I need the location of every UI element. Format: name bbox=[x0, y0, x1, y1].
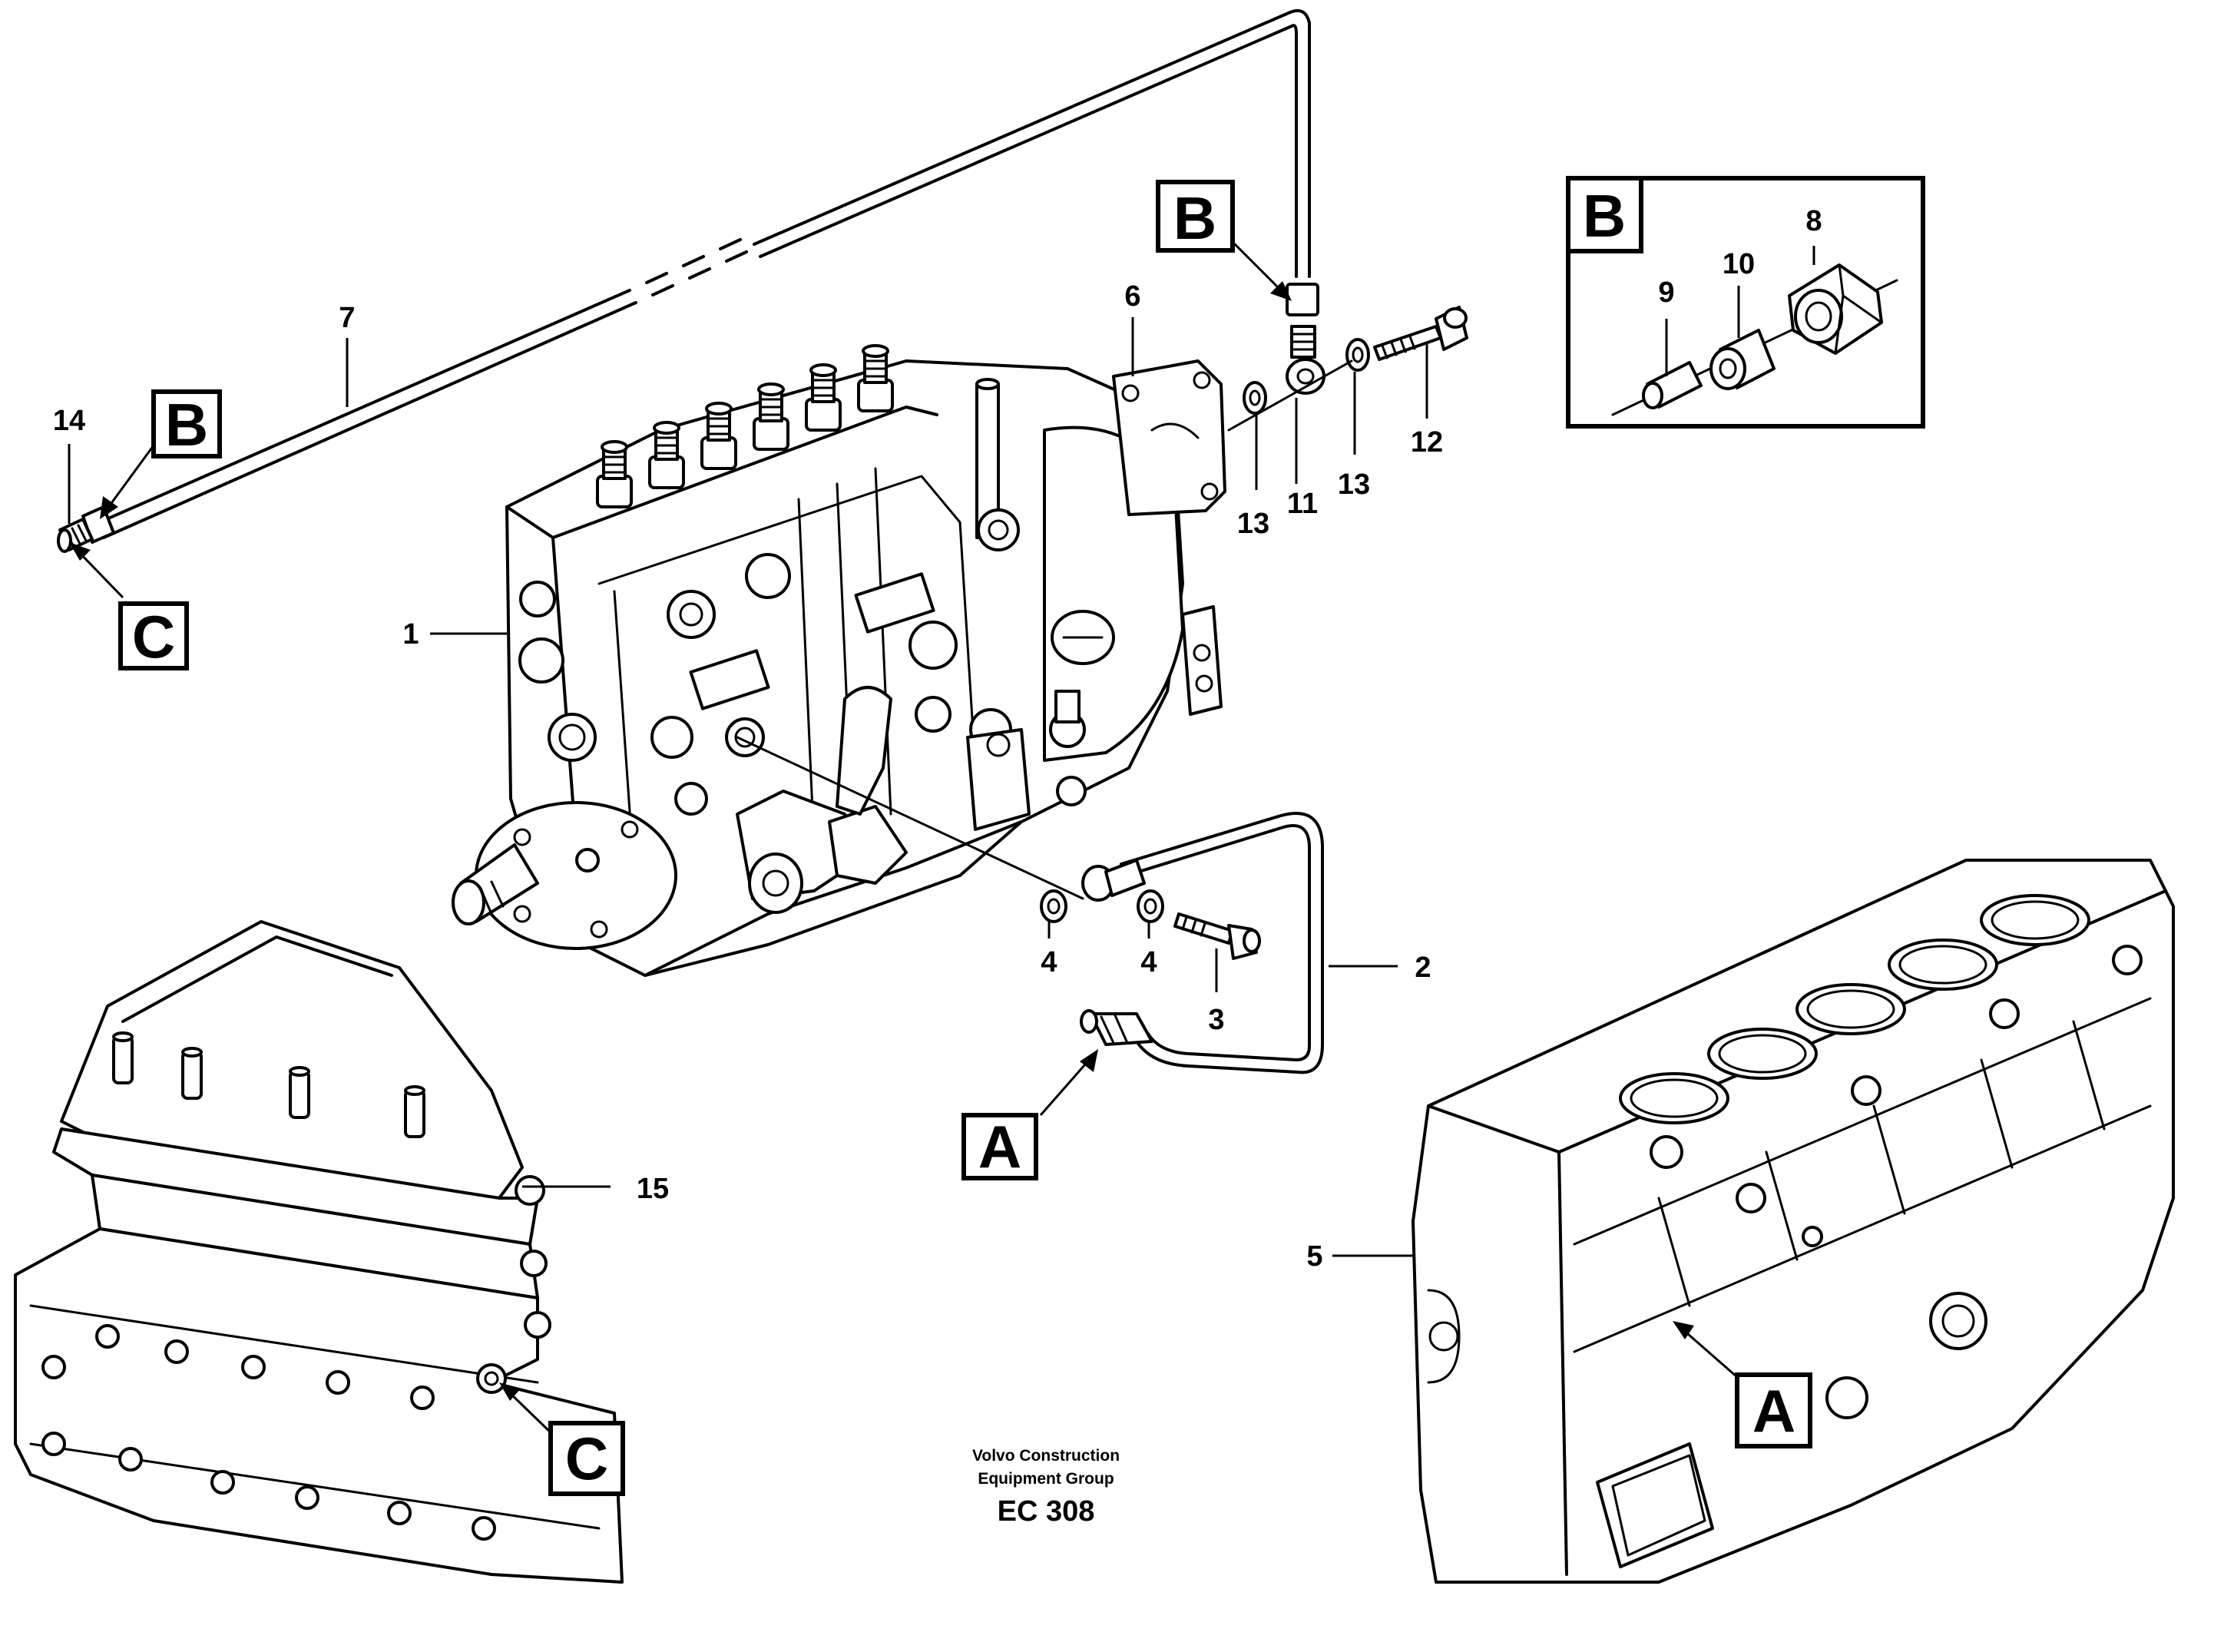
part-label-11: 11 bbox=[1287, 488, 1318, 520]
part-label-14: 14 bbox=[53, 405, 85, 437]
delivery-valve-holders bbox=[596, 344, 894, 508]
nut-8 bbox=[1788, 263, 1883, 355]
engine-block-5 bbox=[1412, 859, 2175, 1584]
fuel-pipe-7 bbox=[94, 8, 1311, 539]
part-label-13b: 13 bbox=[1338, 468, 1370, 501]
washer-13-right bbox=[1345, 338, 1370, 372]
part-label-13a: 13 bbox=[1237, 508, 1269, 540]
part-label-8: 8 bbox=[1805, 205, 1822, 237]
footer-credit: Volvo Construction Equipment Group EC 30… bbox=[972, 1447, 1120, 1528]
cone-10 bbox=[1709, 329, 1776, 390]
part-label-9: 9 bbox=[1658, 276, 1674, 309]
bolt-12 bbox=[1373, 306, 1468, 361]
svg-text:A: A bbox=[1752, 1377, 1795, 1445]
part-label-3: 3 bbox=[1208, 1004, 1224, 1036]
detail-b-box bbox=[1566, 176, 1925, 429]
pipe-nut-top bbox=[1286, 283, 1319, 359]
part-label-15: 15 bbox=[637, 1173, 669, 1205]
footer-code: EC 308 bbox=[998, 1495, 1095, 1528]
bolt-3 bbox=[1173, 912, 1261, 960]
svg-text:B: B bbox=[1173, 184, 1216, 252]
part-label-12: 12 bbox=[1411, 426, 1443, 459]
part-label-2: 2 bbox=[1415, 952, 1431, 984]
ref-box-b-left: B bbox=[151, 389, 222, 459]
washer-13-left bbox=[1243, 381, 1267, 415]
sleeve-9 bbox=[1642, 361, 1703, 409]
svg-text:C: C bbox=[132, 603, 175, 670]
ref-box-c-left: C bbox=[118, 601, 189, 670]
svg-text:C: C bbox=[565, 1425, 608, 1492]
banjo-fitting-pipe bbox=[1081, 859, 1146, 902]
part-label-1: 1 bbox=[402, 618, 419, 651]
svg-text:B: B bbox=[1583, 182, 1626, 250]
ref-box-a-mid: A bbox=[961, 1113, 1038, 1180]
part-label-5: 5 bbox=[1306, 1240, 1322, 1273]
svg-text:B: B bbox=[165, 391, 208, 459]
pipe-end-nut-14 bbox=[57, 505, 115, 553]
banjo-fitting-11 bbox=[1286, 358, 1325, 395]
assembly-axis-mid bbox=[736, 736, 1084, 900]
flange-6 bbox=[1112, 359, 1226, 516]
footer-line-1: Volvo Construction bbox=[972, 1447, 1120, 1465]
ref-box-b-top: B bbox=[1156, 180, 1235, 253]
footer-line-2: Equipment Group bbox=[978, 1470, 1114, 1488]
sensor-connector bbox=[1080, 1009, 1153, 1046]
part-label-10: 10 bbox=[1723, 248, 1755, 280]
washer-4-b bbox=[1137, 889, 1164, 923]
part-label-6: 6 bbox=[1124, 280, 1140, 313]
part-label-7: 7 bbox=[339, 302, 355, 334]
vent-pipe bbox=[975, 378, 1020, 551]
part-label-4a: 4 bbox=[1041, 946, 1057, 978]
assembly-axis-top bbox=[1227, 359, 1353, 432]
svg-text:A: A bbox=[978, 1113, 1021, 1180]
ref-box-c-bottom: C bbox=[548, 1421, 625, 1496]
ref-arrows bbox=[69, 240, 1744, 1436]
fuel-feed-pipe-2 bbox=[1120, 812, 1324, 1074]
ref-box-a-block: A bbox=[1735, 1372, 1812, 1448]
washer-4-a bbox=[1040, 889, 1067, 923]
ref-box-b-detail: B bbox=[1583, 182, 1626, 250]
part-label-4b: 4 bbox=[1140, 946, 1157, 978]
part-number-labels: 1 2 3 4 4 5 6 7 8 9 10 11 12 13 13 14 15 bbox=[53, 205, 1822, 1273]
rocker-cover-15 bbox=[14, 920, 624, 1584]
leader-lines bbox=[68, 246, 1815, 1257]
